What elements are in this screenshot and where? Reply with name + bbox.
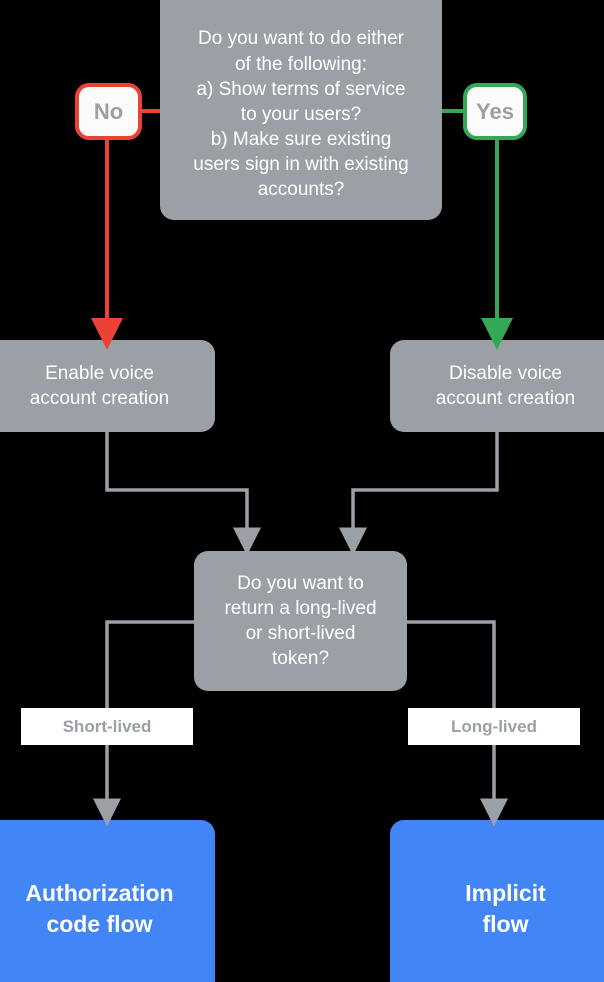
edge-label-long-lived[interactable]: Long-lived <box>408 708 580 745</box>
edge-enable-to-token <box>105 432 261 556</box>
edge-disable-to-token <box>339 432 499 556</box>
decision-node-token-lifetime[interactable]: Do you want to return a long-lived or sh… <box>194 551 407 691</box>
terminal-node-authorization-code-flow[interactable]: Authorization code flow <box>0 820 215 982</box>
process-node-enable-voice-account-creation[interactable]: Enable voice account creation <box>0 340 215 432</box>
terminal-node-implicit-flow[interactable]: Implicit flow <box>390 820 604 982</box>
edge-label-short-lived[interactable]: Short-lived <box>21 708 193 745</box>
process-node-disable-voice-account-creation[interactable]: Disable voice account creation <box>390 340 604 432</box>
edge-label-yes[interactable]: Yes <box>463 83 527 140</box>
edge-label-no[interactable]: No <box>75 83 142 140</box>
decision-node-terms-and-existing-users[interactable]: Do you want to do either of the followin… <box>160 0 442 220</box>
